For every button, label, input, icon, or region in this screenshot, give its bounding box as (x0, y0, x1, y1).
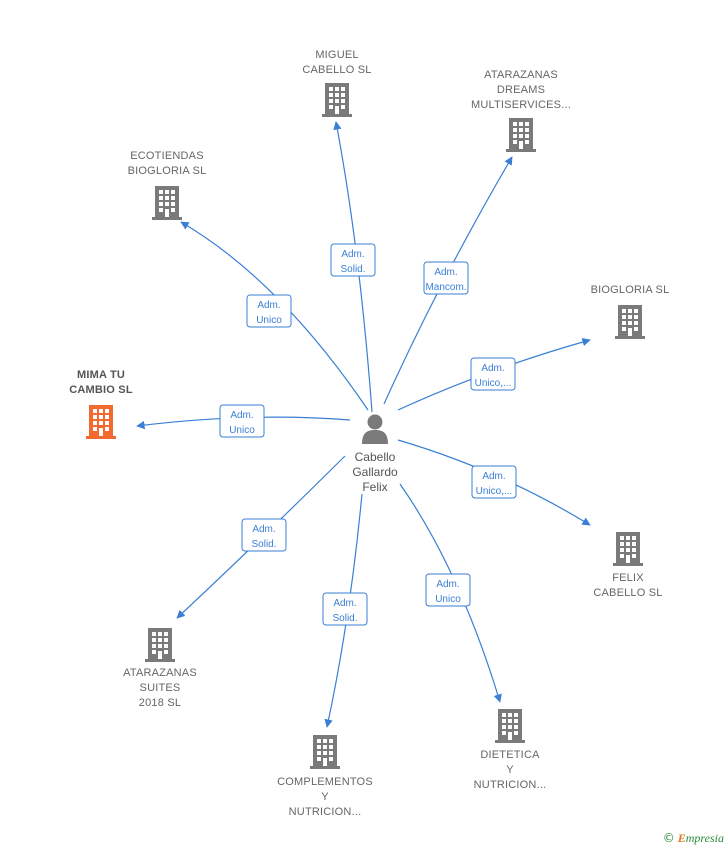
relation-label-complementos[interactable]: Adm. Solid. (322, 592, 368, 626)
building-icon (86, 405, 116, 439)
edges (136, 121, 591, 728)
company-name-line: MIGUEL (315, 49, 358, 61)
relation-box (423, 261, 469, 295)
building-icon (495, 709, 525, 743)
relation-label-felix[interactable]: Adm. Unico,... (471, 465, 517, 499)
relation-text: Unico,... (475, 378, 512, 389)
relation-text: Adm. (230, 410, 253, 421)
company-name-line: MULTISERVICES... (471, 99, 571, 111)
company-node-miguel[interactable]: MIGUEL CABELLO SL (302, 49, 371, 117)
relation-text: Mancom. (425, 282, 466, 293)
company-node-complementos[interactable]: COMPLEMENTOS Y NUTRICION... (277, 735, 373, 818)
relation-text: Unico (229, 425, 255, 436)
company-name-line: SUITES (140, 682, 181, 694)
relation-box (219, 404, 265, 438)
company-nodes: MIGUEL CABELLO SL ATARAZANAS DREAMS MULTISER… (69, 49, 669, 818)
company-name-line: BIOGLORIA SL (591, 284, 670, 296)
building-icon (322, 83, 352, 117)
company-name-line: MIMA TU (77, 369, 125, 381)
company-node-atarazanas-dreams[interactable]: ATARAZANAS DREAMS MULTISERVICES... (471, 69, 571, 152)
company-name-line: DREAMS (497, 84, 545, 96)
building-icon (310, 735, 340, 769)
company-node-dietetica[interactable]: DIETETICA Y NUTRICION... (474, 709, 547, 791)
company-name-line: Y (321, 791, 329, 803)
person-name-line: Gallardo (352, 465, 398, 479)
relation-box (330, 243, 376, 277)
relation-text: Unico (256, 315, 282, 326)
relation-text: Solid. (332, 613, 357, 624)
relation-label-atarazanas-dreams[interactable]: Adm. Mancom. (423, 261, 469, 295)
company-node-felix[interactable]: FELIX CABELLO SL (593, 532, 662, 599)
building-icon (145, 628, 175, 662)
company-name-line: ECOTIENDAS (130, 150, 204, 162)
company-name-line: 2018 SL (139, 697, 181, 709)
person-icon (362, 414, 388, 444)
center-person[interactable]: Cabello Gallardo Felix (352, 414, 398, 495)
building-icon (152, 186, 182, 220)
relation-label-dietetica[interactable]: Adm. Unico (425, 573, 471, 607)
company-name-line: ATARAZANAS (123, 667, 197, 679)
relation-text: Solid. (340, 264, 365, 275)
company-name-line: COMPLEMENTOS (277, 776, 373, 788)
building-icon (506, 118, 536, 152)
company-name-line: DIETETICA (480, 749, 540, 761)
relation-text: Adm. (252, 524, 275, 535)
company-name-line: CABELLO SL (302, 64, 371, 76)
relation-box (241, 518, 287, 552)
relation-box (322, 592, 368, 626)
copyright-icon: © (662, 831, 675, 845)
brand-name: mpresia (685, 831, 724, 845)
company-name-line: Y (506, 764, 514, 776)
building-icon (615, 305, 645, 339)
company-name-line: CABELLO SL (593, 587, 662, 599)
person-name-line: Cabello (355, 450, 396, 464)
person-name-line: Felix (362, 480, 387, 494)
empresia-watermark: ©Empresia (663, 831, 724, 846)
relation-text: Adm. (257, 300, 280, 311)
relation-text: Adm. (434, 267, 457, 278)
relation-box (470, 357, 516, 391)
company-node-mima[interactable]: MIMA TU CAMBIO SL (69, 369, 133, 439)
company-name-line: NUTRICION... (474, 779, 547, 791)
relation-label-mima[interactable]: Adm. Unico (219, 404, 265, 438)
company-node-bioglora[interactable]: BIOGLORIA SL (591, 284, 670, 339)
relation-text: Adm. (333, 598, 356, 609)
relation-label-ecotiendas[interactable]: Adm. Unico (246, 294, 292, 328)
relation-labels: Adm. Solid. Adm. Mancom. Adm. Unico,... Adm. Un… (219, 243, 517, 626)
company-node-ecotiendas[interactable]: ECOTIENDAS BIOGLORIA SL (128, 150, 207, 220)
company-name-line: CAMBIO SL (69, 384, 133, 396)
relation-text: Adm. (481, 363, 504, 374)
relation-text: Unico,... (476, 486, 513, 497)
relation-box (246, 294, 292, 328)
relation-text: Unico (435, 594, 461, 605)
relation-text: Adm. (436, 579, 459, 590)
brand-initial: E (677, 831, 686, 845)
relation-label-atarazanas-suites[interactable]: Adm. Solid. (241, 518, 287, 552)
relation-label-bioglora[interactable]: Adm. Unico,... (470, 357, 516, 391)
relation-text: Adm. (482, 471, 505, 482)
company-node-atarazanas-suites[interactable]: ATARAZANAS SUITES 2018 SL (123, 628, 197, 709)
company-name-line: BIOGLORIA SL (128, 165, 207, 177)
company-name-line: ATARAZANAS (484, 69, 558, 81)
relation-box (471, 465, 517, 499)
company-name-line: FELIX (612, 572, 644, 584)
relation-label-miguel[interactable]: Adm. Solid. (330, 243, 376, 277)
relation-box (425, 573, 471, 607)
relation-text: Solid. (251, 539, 276, 550)
company-name-line: NUTRICION... (289, 806, 362, 818)
relation-text: Adm. (341, 249, 364, 260)
building-icon (613, 532, 643, 566)
